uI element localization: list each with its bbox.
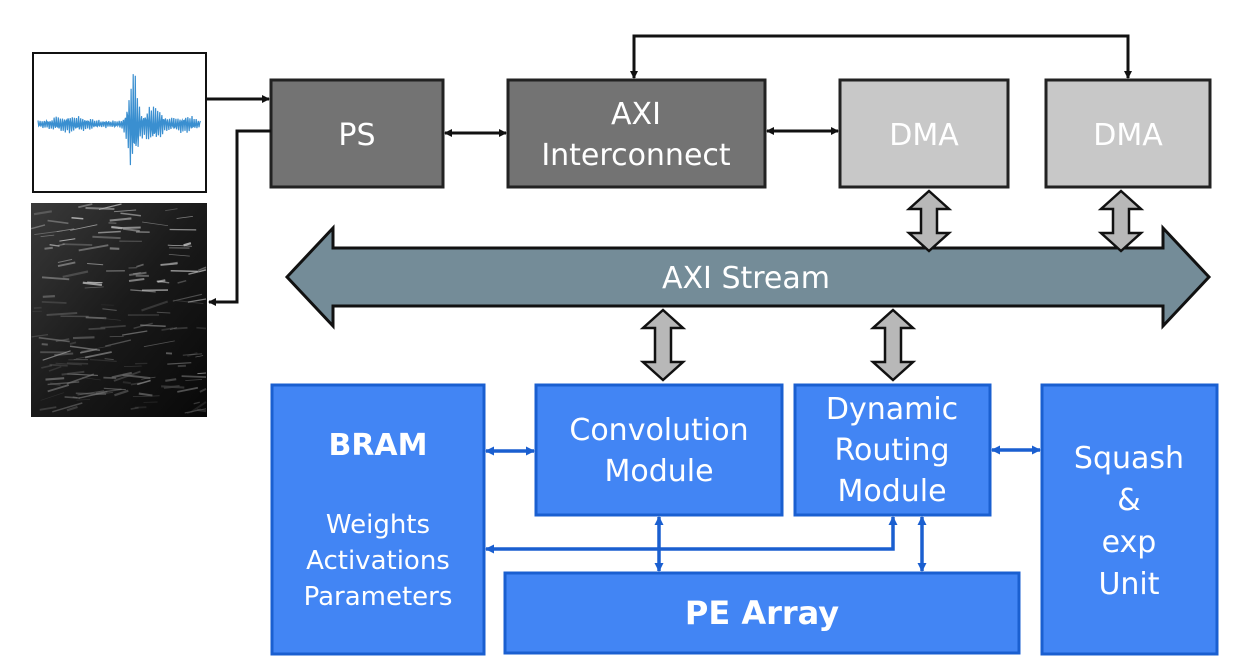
dynamic-routing-module: Dynamic Routing Module bbox=[793, 383, 992, 517]
dma1-stream-link bbox=[905, 189, 953, 253]
stream-conv-link bbox=[639, 308, 687, 382]
squash-unit: Squash & exp Unit bbox=[1040, 383, 1219, 656]
convolution-line-1: Convolution bbox=[569, 413, 748, 448]
stream-routing-link bbox=[869, 308, 917, 382]
pe-array: PE Array bbox=[503, 571, 1021, 655]
axi-interconnect-block: AXI Interconnect bbox=[506, 78, 767, 189]
squash-line-2: & bbox=[1117, 483, 1140, 518]
dynamic-routing-line-2: Routing bbox=[834, 433, 949, 468]
ultrasound-image-icon bbox=[30, 203, 207, 417]
dynamic-routing-line-3: Module bbox=[837, 474, 946, 509]
dma-1-label: DMA bbox=[889, 118, 959, 153]
ps-to-image-arrow bbox=[208, 129, 271, 306]
axi-stream-bus: AXI Stream bbox=[284, 224, 1212, 330]
axi-interconnect-line-1: AXI bbox=[611, 97, 661, 132]
bram-line-activations: Activations bbox=[306, 546, 450, 576]
bram-block: BRAM Weights Activations Parameters bbox=[270, 383, 486, 656]
axi-dma2-loop-arrow bbox=[630, 34, 1132, 79]
bram-title: BRAM bbox=[328, 428, 427, 463]
stream-links bbox=[639, 189, 1145, 382]
squash-line-3: exp bbox=[1102, 525, 1157, 560]
dma2-stream-link bbox=[1097, 189, 1145, 253]
bram-line-parameters: Parameters bbox=[304, 582, 453, 612]
dma-block-1: DMA bbox=[838, 78, 1010, 189]
convolution-module: Convolution Module bbox=[534, 383, 784, 517]
pe-array-label: PE Array bbox=[685, 594, 839, 632]
axi-stream-label: AXI Stream bbox=[662, 261, 830, 296]
bram-line-weights: Weights bbox=[326, 510, 430, 540]
ps-label: PS bbox=[338, 118, 375, 153]
axi-interconnect-line-2: Interconnect bbox=[541, 138, 731, 173]
dynamic-routing-line-1: Dynamic bbox=[826, 392, 958, 427]
bus-connectors bbox=[206, 34, 1132, 306]
squash-line-4: Unit bbox=[1098, 567, 1159, 602]
dma-block-2: DMA bbox=[1044, 78, 1212, 189]
module-connectors bbox=[485, 445, 1041, 572]
ps-block: PS bbox=[269, 78, 445, 189]
dma-2-label: DMA bbox=[1093, 118, 1163, 153]
squash-line-1: Squash bbox=[1074, 441, 1184, 476]
bram-routing-arrow bbox=[485, 516, 898, 554]
rf-waveform-icon bbox=[32, 52, 207, 193]
convolution-line-2: Module bbox=[604, 454, 713, 489]
